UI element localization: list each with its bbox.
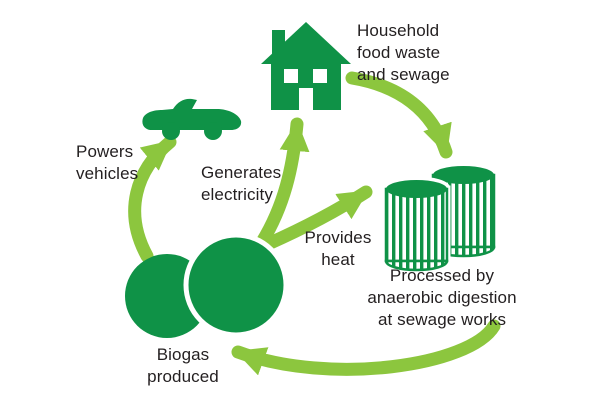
arrow-biogas-to-house-electricity	[255, 117, 310, 249]
label-powers-vehicles: Powers vehicles	[76, 142, 139, 183]
label-processed-by-anaerobic-digestion: Processed by anaerobic digestion at sewa…	[367, 266, 517, 329]
arrow-household-to-digester	[345, 71, 453, 159]
arrow-digester-to-biogas	[231, 319, 501, 376]
label-household-food-waste: Household food waste and sewage	[357, 21, 450, 84]
house-icon	[261, 22, 351, 110]
label-biogas-produced: Biogas produced	[147, 345, 219, 386]
biogas-circles-icon	[125, 232, 289, 338]
arrow-biogas-to-heat	[261, 185, 373, 251]
label-generates-electricity: Generates electricity	[201, 163, 282, 204]
digester-tank-left	[384, 180, 449, 272]
flow-arrows	[128, 71, 501, 376]
car-icon	[142, 98, 242, 140]
arrow-biogas-to-vehicles	[128, 135, 177, 263]
label-provides-heat: Provides heat	[304, 228, 372, 269]
digester-tanks-icon	[382, 166, 496, 274]
